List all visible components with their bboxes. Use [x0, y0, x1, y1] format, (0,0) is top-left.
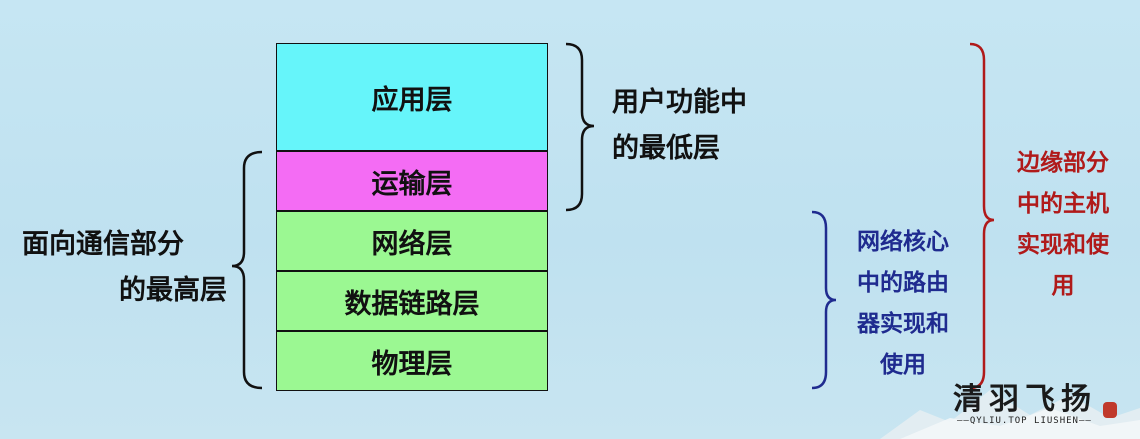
- annotation-line: 中的主机: [1017, 191, 1109, 217]
- network-core-brace: [811, 210, 837, 390]
- annotation-line: 面向通信部分: [22, 229, 184, 260]
- annotation-line: 的最低层: [612, 133, 720, 164]
- layer-data-link: 数据链路层: [276, 271, 548, 331]
- logo-subtitle: ——QYLIU.TOP LIUSHEN——: [957, 416, 1092, 426]
- annotation-line: 中的路由: [857, 270, 949, 296]
- annotation-lowest-user-function-layer: 用户功能中 的最低层: [612, 80, 747, 172]
- layer-label: 应用层: [371, 84, 453, 116]
- seal-stamp: [1103, 402, 1117, 418]
- annotation-line: 边缘部分: [1017, 150, 1109, 176]
- layer-label: 运输层: [371, 168, 453, 200]
- layer-physical: 物理层: [276, 331, 548, 391]
- layer-label: 网络层: [371, 228, 453, 260]
- annotation-edge-hosts: 边缘部分 中的主机 实现和使 用: [996, 143, 1130, 307]
- annotation-line: 用: [1051, 273, 1075, 299]
- layer-transport: 运输层: [276, 151, 548, 211]
- mountain-watermark: [880, 390, 1140, 439]
- annotation-line: 使用: [880, 352, 926, 378]
- annotation-line: 实现和使: [1017, 232, 1109, 258]
- edge-brace: [969, 42, 995, 390]
- annotation-line: 用户功能中: [612, 87, 747, 118]
- annotation-network-core: 网络核心 中的路由 器实现和 使用: [836, 222, 970, 386]
- annotation-line: 的最高层: [119, 275, 227, 306]
- layer-label: 数据链路层: [344, 288, 480, 320]
- layer-application: 应用层: [276, 43, 548, 151]
- layer-network: 网络层: [276, 211, 548, 271]
- annotation-top-layer-of-communication: 面向通信部分 的最高层: [22, 222, 227, 314]
- left-brace: [231, 150, 263, 390]
- layer-label: 物理层: [371, 348, 453, 380]
- logo: 清羽飞扬 ——QYLIU.TOP LIUSHEN——: [943, 372, 1133, 434]
- right-top-brace: [565, 42, 595, 212]
- annotation-line: 器实现和: [857, 311, 949, 337]
- logo-text: 清羽飞扬: [953, 382, 1097, 417]
- annotation-line: 网络核心: [857, 229, 949, 255]
